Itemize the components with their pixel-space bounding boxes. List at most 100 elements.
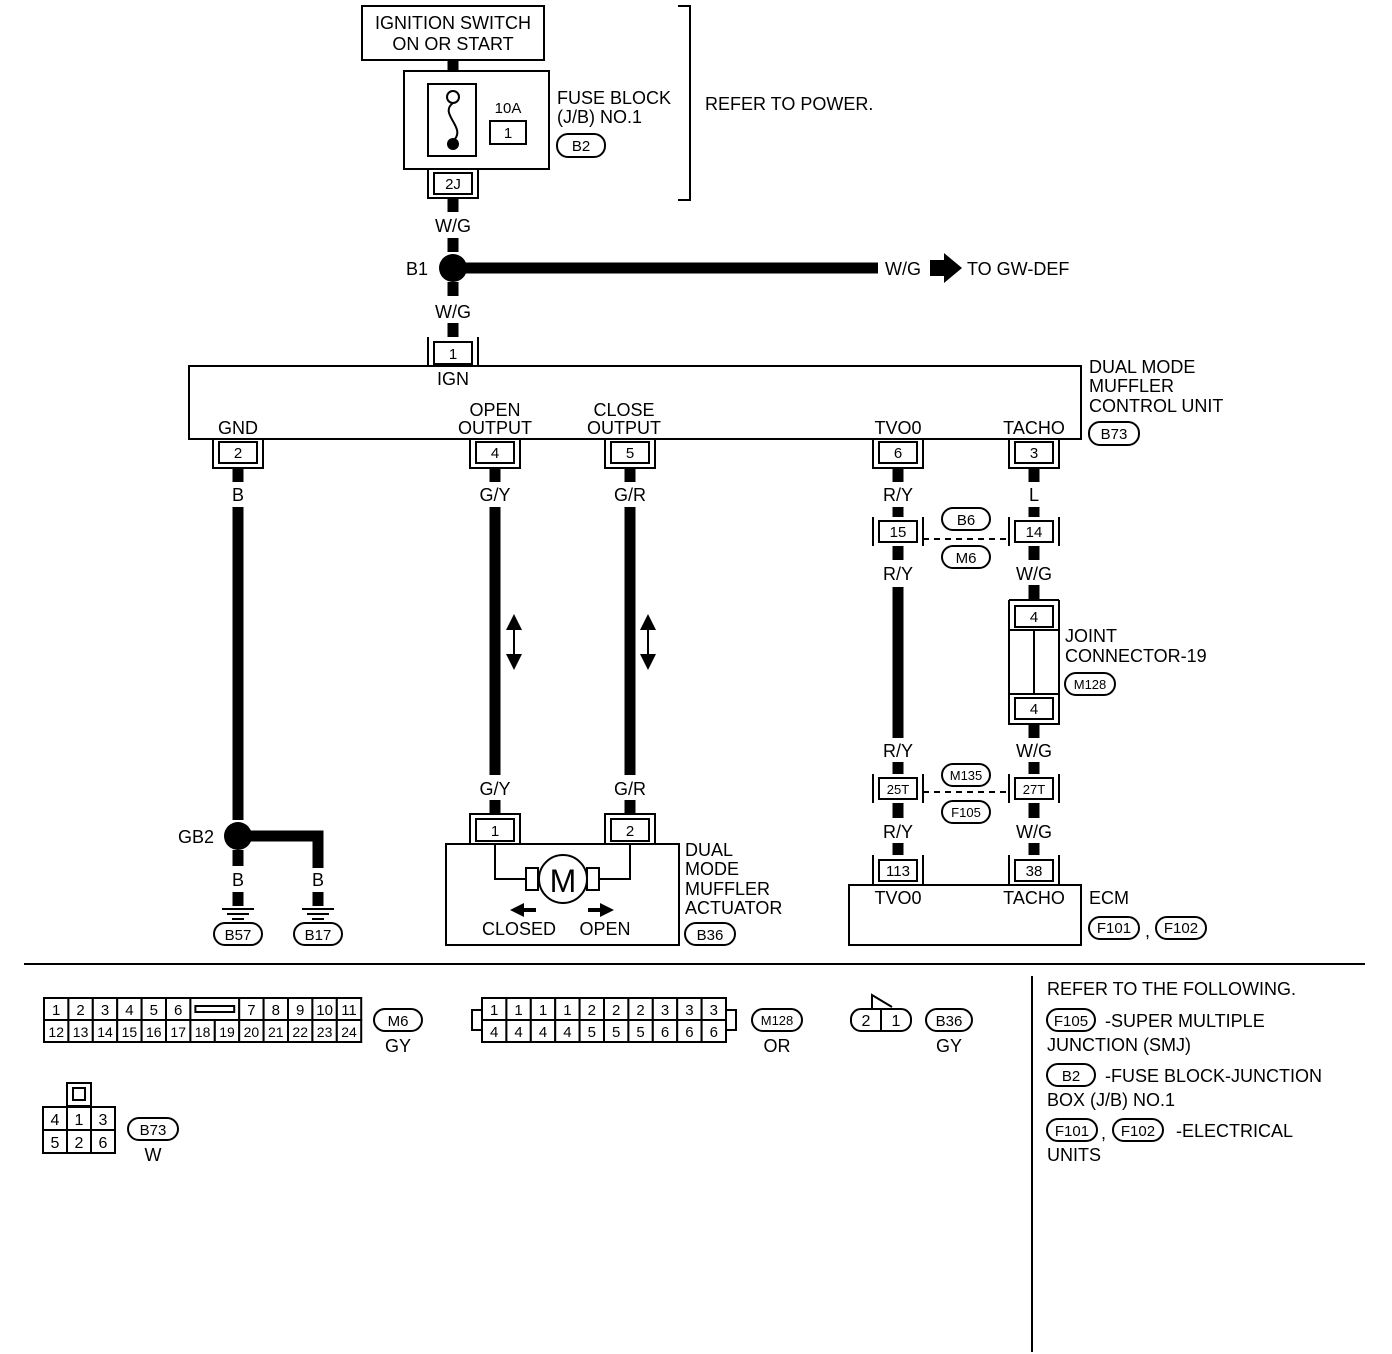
actuator-terminal-1: 1	[491, 823, 499, 840]
cu-label-3: CONTROL UNIT	[1089, 396, 1223, 416]
cu-gnd-terminal: 2	[234, 445, 242, 462]
m128-pin-label: 2	[636, 1002, 644, 1019]
ecm-tvo-terminal: 113	[886, 863, 910, 880]
m128-pin-label: 1	[490, 1002, 498, 1019]
m128-pin-label: 4	[514, 1024, 522, 1041]
inline1-bottom-connector: M6	[956, 550, 977, 567]
wire-gnd-b: B	[232, 485, 244, 505]
m128-pin-label: 6	[685, 1024, 693, 1041]
m128-pin-label: 1	[539, 1002, 547, 1019]
wire-wg-top: W/G	[435, 216, 471, 236]
bidirectional-arrow-close	[640, 614, 656, 670]
refer-3-sep: ,	[1101, 1123, 1106, 1143]
inline1-left-terminal: 15	[890, 524, 907, 541]
fuse-block-label-1: FUSE BLOCK	[557, 88, 671, 108]
m128-latch-right	[725, 1009, 737, 1031]
refer-1-connector: F105	[1054, 1013, 1088, 1030]
wire-wg-right: W/G	[885, 259, 921, 279]
fuse-block-label-2: (J/B) NO.1	[557, 107, 642, 127]
inline2-bottom-connector: F105	[951, 805, 981, 820]
actuator-label-1: DUAL	[685, 840, 733, 860]
ecm-box	[848, 884, 1082, 946]
m128-pin-label: 1	[563, 1002, 571, 1019]
m128-pin-cell	[700, 1019, 727, 1043]
refer-to-power: REFER TO POWER.	[705, 94, 873, 114]
cu-tvo-terminal: 6	[894, 445, 902, 462]
fuse-number: 1	[504, 125, 512, 142]
actuator-label-3: MUFFLER	[685, 879, 770, 899]
joint-terminal-top: 4	[1030, 609, 1038, 626]
actuator-open-label: OPEN	[579, 919, 630, 939]
m6-pin-label: 23	[317, 1024, 333, 1040]
cu-tacho-terminal: 3	[1030, 445, 1038, 462]
refer-1-line-2: JUNCTION (SMJ)	[1047, 1035, 1191, 1055]
m6-pin-label: 8	[272, 1002, 280, 1019]
cu-connector: B73	[1101, 426, 1128, 443]
fuse-terminal-2j: 2J	[445, 176, 461, 193]
refer-3-connector-1: F101	[1055, 1123, 1089, 1140]
cu-open-terminal: 4	[491, 445, 499, 462]
arrow-closed	[510, 903, 536, 917]
m6-pin-label: 16	[146, 1024, 162, 1040]
m128-latch-left	[471, 1009, 483, 1031]
conn-m128-id: M128	[761, 1013, 794, 1028]
actuator-label-4: ACTUATOR	[685, 898, 782, 918]
wire-close-gr-2: G/R	[614, 779, 646, 799]
cu-close-label-2: OUTPUT	[587, 418, 661, 438]
wire-tvo-ry-3: R/Y	[883, 741, 913, 761]
refer-2-line-1: -FUSE BLOCK-JUNCTION	[1105, 1066, 1322, 1086]
m128-pin-label: 3	[661, 1002, 669, 1019]
ecm-connector-sep: ,	[1145, 921, 1150, 941]
inline2-top-connector: M135	[950, 768, 983, 783]
m6-pin-label: 9	[296, 1002, 304, 1019]
conn-b36-id: B36	[936, 1013, 963, 1030]
m128-pin-label: 2	[588, 1002, 596, 1019]
m6-pin-label: 22	[292, 1024, 308, 1040]
conn-b73-id: B73	[140, 1122, 167, 1139]
m128-pin-label: 6	[661, 1024, 669, 1041]
ignition-switch-box	[361, 5, 545, 61]
b73-pin-cell	[90, 1129, 116, 1154]
m6-pin-label: 1	[52, 1002, 60, 1019]
b36-pin-label: 2	[862, 1013, 871, 1030]
actuator-terminal-2: 2	[626, 823, 634, 840]
wire-tvo-ry-4: R/Y	[883, 822, 913, 842]
wire-tacho-wg: W/G	[1016, 564, 1052, 584]
refer-3-line-2: UNITS	[1047, 1145, 1101, 1165]
m6-pin-label: 5	[150, 1002, 158, 1019]
m128-pin-label: 4	[539, 1024, 547, 1041]
m128-pin-label: 4	[563, 1024, 571, 1041]
ground-b57: B57	[225, 927, 252, 944]
joint-connector-id: M128	[1074, 677, 1107, 692]
ignition-switch-label-1: IGNITION SWITCH	[375, 13, 531, 33]
b73-pin-label: 1	[75, 1112, 84, 1129]
ecm-connector-1: F101	[1097, 920, 1131, 937]
arrow-to-gw-def	[930, 253, 962, 283]
cu-open-label-2: OUTPUT	[458, 418, 532, 438]
inline1-top-connector: B6	[957, 512, 975, 529]
refer-3-connector-2: F102	[1121, 1123, 1155, 1140]
ground-symbol-2	[302, 908, 334, 920]
ground-symbol-1	[222, 908, 254, 920]
cu-ign-terminal: 1	[449, 346, 457, 363]
fuse-amp: 10A	[495, 100, 522, 117]
cu-label-2: MUFFLER	[1089, 376, 1174, 396]
wire-close-gr: G/R	[614, 485, 646, 505]
wire-wg-mid: W/G	[435, 302, 471, 322]
m6-pin-label: 18	[195, 1024, 211, 1040]
refer-1-line-1: -SUPER MULTIPLE	[1105, 1011, 1265, 1031]
refer-heading: REFER TO THE FOLLOWING.	[1047, 979, 1296, 999]
b73-pin-label: 5	[51, 1135, 60, 1152]
m128-pin-label: 5	[612, 1024, 620, 1041]
joint-terminal-bottom: 4	[1030, 701, 1038, 718]
m128-pin-label: 3	[710, 1002, 718, 1019]
m6-pin-label: 6	[174, 1002, 182, 1019]
refer-3-line-1: -ELECTRICAL	[1176, 1121, 1293, 1141]
wire-tacho-wg-3: W/G	[1016, 822, 1052, 842]
m6-pin-label: 24	[341, 1024, 357, 1040]
to-gw-def: TO GW-DEF	[967, 259, 1069, 279]
